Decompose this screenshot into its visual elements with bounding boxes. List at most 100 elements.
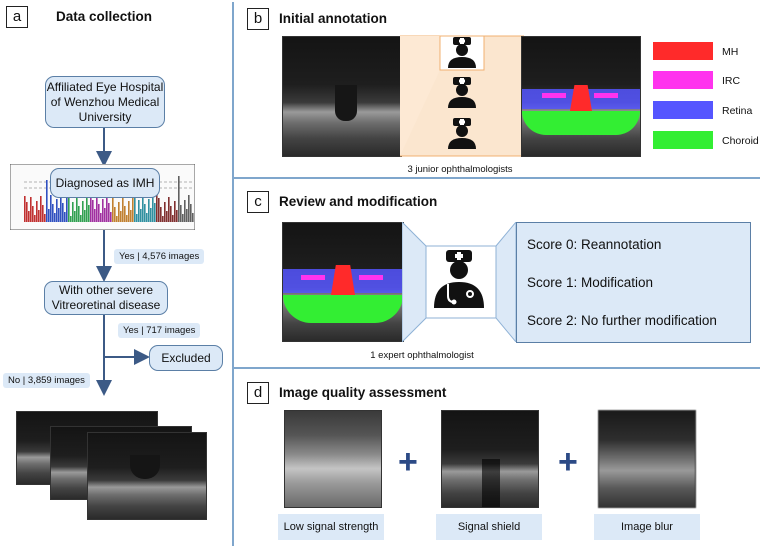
manhattan-bar — [52, 204, 54, 222]
flow-yes2-label: Yes | 717 images — [118, 323, 201, 338]
manhattan-bar — [132, 196, 134, 222]
manhattan-bar — [32, 206, 34, 222]
legend-label-irc: IRC — [722, 75, 741, 87]
manhattan-bar — [182, 214, 184, 222]
manhattan-bar — [192, 213, 194, 222]
review-caption: 1 expert ophthalmologist — [370, 350, 474, 361]
manhattan-bar — [126, 215, 128, 222]
quality-image-blur — [598, 410, 696, 508]
doctor-icon-1 — [448, 37, 476, 68]
manhattan-bar — [142, 195, 144, 222]
manhattan-bar — [98, 204, 100, 222]
oct-stack-image-3 — [87, 432, 207, 520]
manhattan-bar — [124, 206, 126, 222]
manhattan-bar — [172, 215, 174, 222]
panel-d-title: Image quality assessment — [279, 385, 447, 400]
manhattan-bar — [188, 195, 190, 222]
manhattan-bar — [190, 204, 192, 222]
manhattan-bar — [146, 213, 148, 222]
manhattan-bar — [42, 205, 44, 222]
manhattan-bar — [70, 216, 72, 222]
quality-image-low-signal — [284, 410, 382, 508]
manhattan-bar — [152, 194, 154, 222]
manhattan-bar — [102, 199, 104, 222]
manhattan-bar — [176, 210, 178, 222]
manhattan-bar — [56, 199, 58, 222]
quality-label-signal-shield: Signal shield — [436, 514, 542, 540]
manhattan-bar — [26, 202, 28, 222]
manhattan-bar — [34, 215, 36, 222]
score-box — [516, 222, 751, 343]
manhattan-bar — [100, 213, 102, 222]
manhattan-bar — [108, 203, 110, 222]
manhattan-bar — [96, 195, 98, 222]
score-0: Score 0: Reannotation — [527, 237, 662, 252]
manhattan-bar — [36, 201, 38, 222]
panel-divider-cd — [234, 367, 760, 369]
manhattan-bar — [144, 204, 146, 222]
manhattan-bar — [186, 209, 188, 222]
manhattan-bar — [46, 180, 48, 222]
manhattan-bar — [184, 200, 186, 222]
manhattan-bar — [80, 215, 82, 222]
panel-a-letter: a — [6, 6, 28, 28]
plus-icon-1: + — [398, 443, 418, 481]
manhattan-bar — [180, 205, 182, 222]
manhattan-bar — [158, 198, 160, 222]
manhattan-bar — [150, 208, 152, 222]
manhattan-bar — [114, 207, 116, 222]
manhattan-bar — [118, 202, 120, 222]
manhattan-bar — [38, 210, 40, 222]
doctor-icon-3 — [448, 118, 476, 149]
flow-no-label: No | 3,859 images — [3, 373, 90, 388]
manhattan-bar — [62, 203, 64, 222]
manhattan-bar — [90, 194, 92, 222]
manhattan-bar — [86, 196, 88, 222]
panel-a-title: Data collection — [56, 9, 153, 24]
quality-label-low-signal: Low signal strength — [278, 514, 384, 540]
score-2: Score 2: No further modification — [527, 313, 717, 328]
manhattan-bar — [88, 205, 90, 222]
legend-label-retina: Retina — [722, 105, 753, 117]
oct-review-image — [282, 222, 404, 342]
legend-label-mh: MH — [722, 46, 739, 58]
legend-swatch-mh — [653, 42, 713, 60]
manhattan-bar — [68, 187, 70, 222]
panel-b-letter: b — [247, 8, 269, 30]
manhattan-bar — [44, 214, 46, 222]
flow-excluded-text: Excluded — [161, 350, 211, 365]
legend-swatch-irc — [653, 71, 713, 89]
manhattan-bar — [78, 206, 80, 222]
manhattan-bar — [174, 201, 176, 222]
manhattan-bar — [66, 198, 68, 222]
manhattan-bar — [106, 194, 108, 222]
panel-c-letter: c — [247, 191, 269, 213]
flow-yes1-label: Yes | 4,576 images — [114, 249, 205, 264]
manhattan-bar — [104, 208, 106, 222]
manhattan-bar — [166, 211, 168, 222]
annotation-caption: 3 junior ophthalmologists — [407, 164, 513, 175]
manhattan-bar — [148, 199, 150, 222]
score-1: Score 1: Modification — [527, 275, 654, 290]
manhattan-bar — [50, 195, 52, 222]
flow-source-text: Affiliated Eye Hospital of Wenzhou Medic… — [46, 79, 164, 124]
manhattan-bar — [178, 176, 180, 222]
manhattan-bar — [162, 216, 164, 222]
manhattan-bar — [120, 211, 122, 222]
manhattan-bar — [92, 200, 94, 222]
manhattan-bar — [168, 197, 170, 222]
panel-d-letter: d — [247, 382, 269, 404]
manhattan-bar — [54, 213, 56, 222]
manhattan-bar — [112, 178, 114, 222]
manhattan-bar — [134, 185, 136, 222]
flow-diagnosed-text: Diagnosed as IMH — [55, 175, 155, 190]
flow-source-box: Affiliated Eye Hospital of Wenzhou Medic… — [45, 76, 165, 128]
manhattan-bar — [160, 207, 162, 222]
legend-swatch-retina — [653, 101, 713, 119]
quality-label-image-blur: Image blur — [594, 514, 700, 540]
manhattan-bar — [136, 214, 138, 222]
manhattan-bar — [156, 192, 158, 222]
manhattan-bar — [76, 197, 78, 222]
manhattan-bar — [128, 201, 130, 222]
flow-other-box: With other severe Vitreoretinal disease — [44, 281, 168, 315]
